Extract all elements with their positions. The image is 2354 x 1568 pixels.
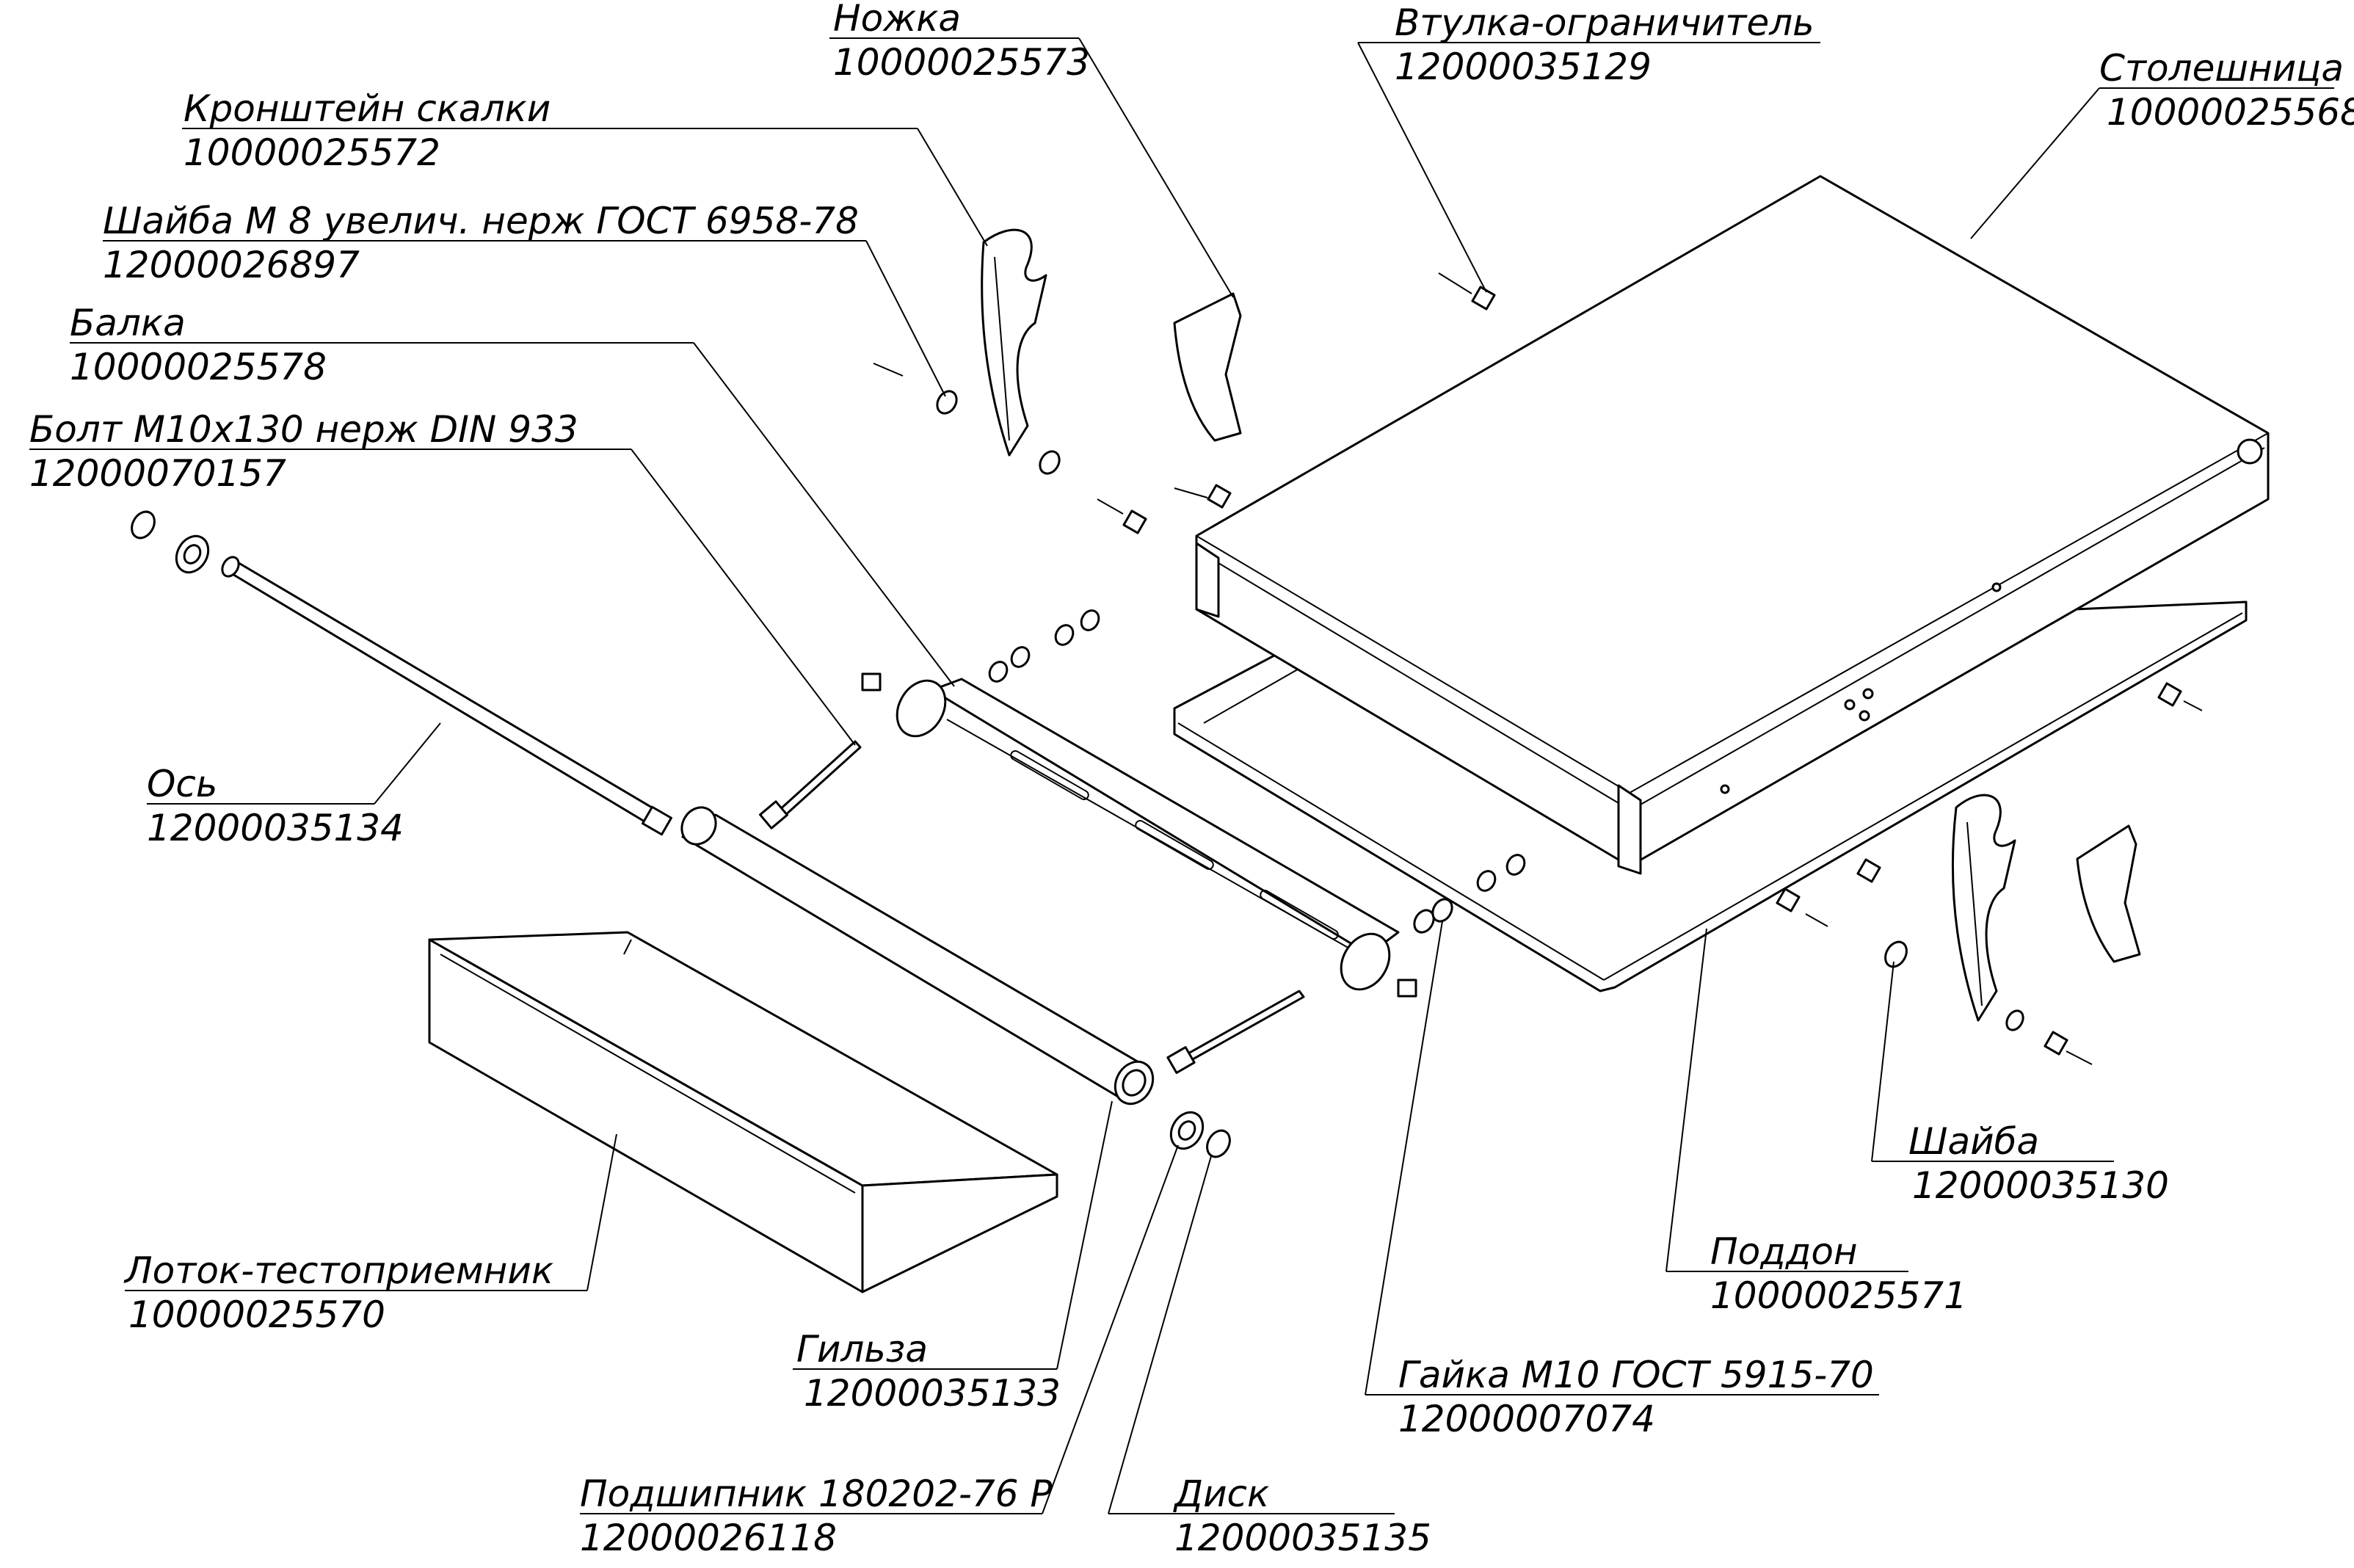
callout-code: 10000025568 — [2107, 91, 2354, 134]
callout-podshipnik: Подшипник 180202-76 Р 12000026118 — [580, 1473, 1053, 1559]
callout-code: 12000035130 — [1912, 1164, 2169, 1207]
callout-code: 12000035135 — [1174, 1517, 1431, 1559]
callout-name: Шайба М 8 увелич. нерж ГОСТ 6958-78 — [103, 200, 859, 242]
callout-code: 12000026897 — [103, 244, 360, 286]
callout-disk: Диск 12000035135 — [1173, 1473, 1431, 1559]
callout-code: 10000025571 — [1710, 1274, 1967, 1317]
callout-name: Втулка-ограничитель — [1395, 1, 1814, 44]
kronshtein-bracket-right — [1951, 794, 2016, 1022]
callout-name: Болт М10х130 нерж DIN 933 — [29, 408, 578, 451]
callout-name: Столешница — [2099, 47, 2344, 90]
callout-code: 10000025570 — [128, 1293, 385, 1336]
callout-balka: Балка 10000025578 — [70, 302, 327, 388]
gilza-sleeve — [680, 806, 1155, 1106]
callout-kronshtein: Кронштейн скалки 10000025572 — [184, 87, 551, 174]
callout-name: Лоток-тестоприемник — [123, 1249, 553, 1292]
stoleshnica-tabletop — [1195, 175, 2270, 875]
callout-shaiba: Шайба 12000035130 — [1908, 1120, 2169, 1207]
os-axle — [221, 556, 672, 836]
callout-stoleshnica: Столешница 10000025568 — [2099, 47, 2354, 134]
callout-code: 12000070157 — [29, 452, 286, 495]
callout-os: Ось 12000035134 — [147, 763, 404, 849]
callout-code: 12000035129 — [1395, 46, 1652, 88]
callout-gaika: Гайка М10 ГОСТ 5915-70 12000007074 — [1398, 1354, 1874, 1440]
callout-name: Шайба — [1908, 1120, 2039, 1163]
callout-name: Гайка М10 ГОСТ 5915-70 — [1398, 1354, 1874, 1396]
callout-name: Балка — [70, 302, 186, 344]
lotok-tray — [428, 931, 1058, 1293]
callout-code: 12000026118 — [580, 1517, 837, 1559]
nozhka-leg-left — [1173, 292, 1242, 442]
bolt-parts — [759, 672, 1417, 1074]
callout-code: 10000025578 — [70, 346, 327, 388]
leader-lines — [29, 37, 2334, 1514]
callout-name: Поддон — [1710, 1230, 1858, 1273]
callout-gilza: Гильза 12000035133 — [796, 1328, 1061, 1415]
callout-code: 10000025572 — [184, 131, 440, 174]
small-hardware — [131, 272, 2203, 1158]
kronshtein-bracket-left — [981, 228, 1047, 457]
callout-vtulka: Втулка-ограничитель 12000035129 — [1395, 1, 1814, 88]
callout-name: Ножка — [833, 0, 961, 40]
callout-code: 12000007074 — [1398, 1398, 1655, 1440]
callout-name: Ось — [147, 763, 217, 805]
callout-nozhka: Ножка 10000025573 — [833, 0, 1090, 84]
callout-shaiba-m8: Шайба М 8 увелич. нерж ГОСТ 6958-78 1200… — [103, 200, 859, 286]
nozhka-leg-right — [2076, 824, 2141, 963]
callout-name: Кронштейн скалки — [184, 87, 551, 130]
callout-name: Диск — [1173, 1473, 1269, 1515]
callout-code: 12000035134 — [147, 807, 404, 849]
callout-name: Подшипник 180202-76 Р — [580, 1473, 1053, 1515]
callout-name: Гильза — [796, 1328, 928, 1371]
callout-code: 12000035133 — [804, 1372, 1061, 1415]
callout-code: 10000025573 — [833, 41, 1090, 84]
callout-lotok: Лоток-тестоприемник 10000025570 — [123, 1249, 553, 1336]
callout-bolt: Болт М10х130 нерж DIN 933 12000070157 — [29, 408, 578, 495]
callout-poddon: Поддон 10000025571 — [1710, 1230, 1967, 1317]
